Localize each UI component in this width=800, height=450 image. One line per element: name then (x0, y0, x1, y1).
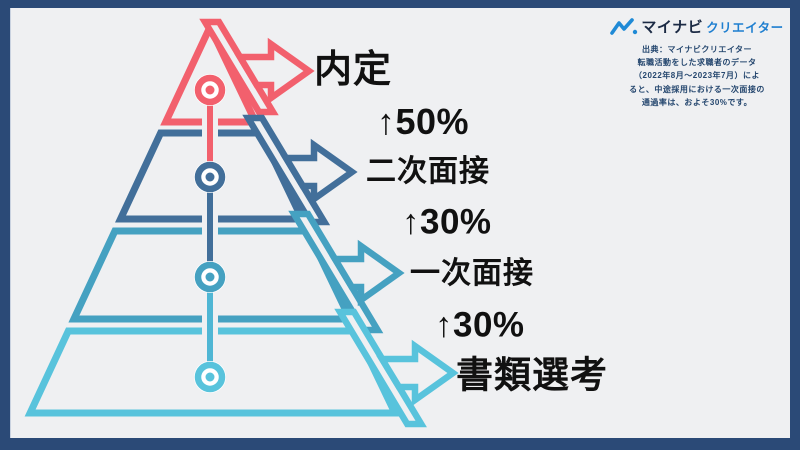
mynavi-logo-icon (610, 17, 638, 35)
ribbon-band-1 (199, 18, 279, 116)
brand-logo[interactable]: マイナビ クリエイター (608, 16, 786, 37)
brand-block: マイナビ クリエイター 出典：マイナビクリエイター 転職活動をした求職者のデータ… (608, 16, 786, 109)
arrow-right-icon (376, 339, 459, 407)
brand-suffix: クリエイター (706, 21, 784, 35)
ribbon-band-3 (288, 210, 384, 334)
arrow-second-interview (242, 114, 358, 226)
arrow-right-icon (234, 37, 315, 105)
arrow-first-interview (288, 210, 405, 334)
ribbon-band-4 (334, 308, 427, 428)
stage-label-offer: 内定 (314, 49, 393, 91)
stage-label-document-screening: 書類選考 (456, 354, 608, 396)
pass-rate-first-interview: ↑30% (435, 305, 525, 345)
source-note-line: （2022年8月〜2023年7月）によ (634, 71, 760, 81)
source-note: 出典：マイナビクリエイター 転職活動をした求職者のデータ （2022年8月〜20… (608, 43, 786, 109)
pyramid-level-document-screening (24, 327, 401, 417)
milestone-ring-1 (194, 74, 226, 106)
arrow-document-screening (334, 308, 459, 428)
source-note-line: 転職活動をした求職者のデータ (637, 58, 757, 68)
source-note-line: 出典：マイナビクリエイター (641, 45, 753, 54)
stage-label-first-interview: 一次面接 (410, 257, 534, 290)
arrow-right-icon (280, 138, 358, 206)
brand-name: マイナビ (641, 19, 704, 36)
stage-label-second-interview: 二次面接 (366, 155, 490, 188)
milestone-ring-3 (194, 261, 226, 293)
arrow-right-icon (329, 239, 405, 307)
milestone-ring-4 (194, 361, 226, 393)
source-note-line: 通過率は、およそ30%です。 (641, 97, 753, 107)
source-note-line: ると、中途採用における一次面接の (629, 84, 765, 94)
pass-rate-second-interview: ↑30% (402, 202, 492, 242)
arrow-offer (199, 18, 315, 116)
ribbon-band-2 (242, 114, 331, 226)
pass-rate-offer: ↑50% (377, 101, 470, 142)
milestone-ring-2 (194, 161, 226, 193)
